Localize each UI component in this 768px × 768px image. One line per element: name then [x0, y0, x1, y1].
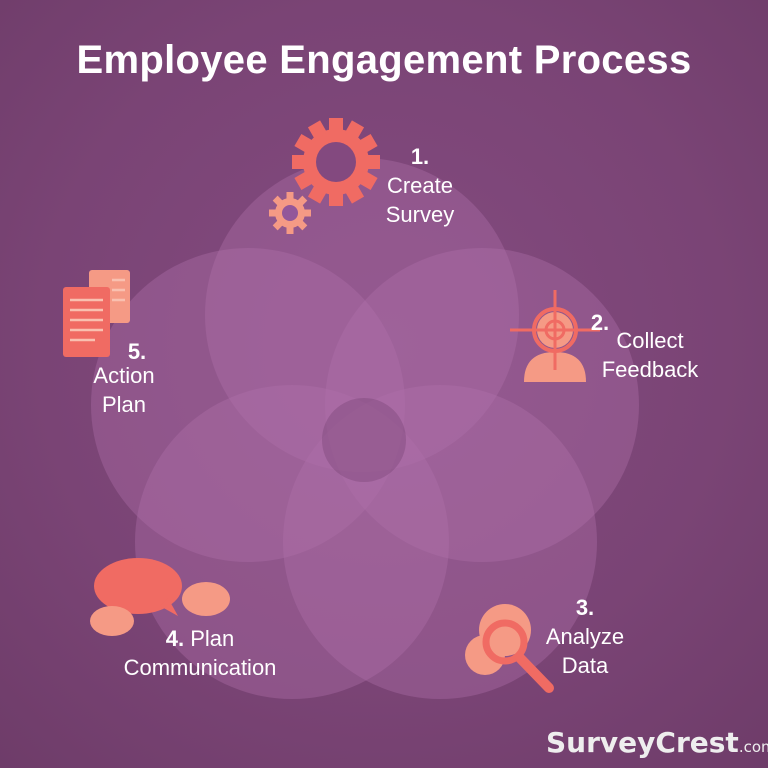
step-collect-feedback: Collect Feedback: [590, 326, 710, 384]
step-plan-communication: 4. Plan Communication: [100, 624, 300, 682]
brand-logo: SurveyCrest.com: [546, 726, 768, 759]
step-action-plan: Action Plan: [74, 361, 174, 419]
speech-bubbles-icon: [90, 558, 230, 636]
circle-action-plan: [91, 248, 405, 562]
step-label-line2: Data: [561, 653, 609, 678]
step-number: 3.: [575, 595, 595, 620]
step-label-line1: Analyze: [545, 624, 625, 649]
circle-plan-communication: [135, 385, 449, 699]
step-label-line1: Action: [93, 363, 155, 388]
brand-name: SurveyCrest: [546, 726, 739, 759]
step-number: 2.: [590, 310, 610, 335]
step-label-line1: Collect: [616, 328, 684, 353]
step-number: 5.: [127, 339, 147, 364]
step-label-line2: Feedback: [601, 357, 699, 382]
circle-create-survey: [205, 158, 519, 472]
brand-suffix: .com: [738, 738, 768, 756]
page-title: Employee Engagement Process: [76, 38, 692, 82]
step-number: 4.: [165, 626, 185, 651]
step-number: 1.: [410, 144, 430, 169]
step-label-line2: Survey: [385, 202, 455, 227]
target-person-icon: [510, 290, 600, 382]
step-label-line2: Communication: [123, 655, 277, 680]
step-label-line1: Plan: [190, 626, 235, 651]
step-label-line2: Plan: [101, 392, 147, 417]
gears-icon: [269, 118, 380, 234]
documents-icon: [63, 270, 130, 357]
step-analyze-data: 3. Analyze Data: [535, 593, 635, 680]
magnifier-icon: [465, 604, 554, 693]
center-overlap: [322, 398, 406, 482]
step-label-line1: Create: [386, 173, 454, 198]
step-create-survey: 1. Create Survey: [370, 142, 470, 229]
